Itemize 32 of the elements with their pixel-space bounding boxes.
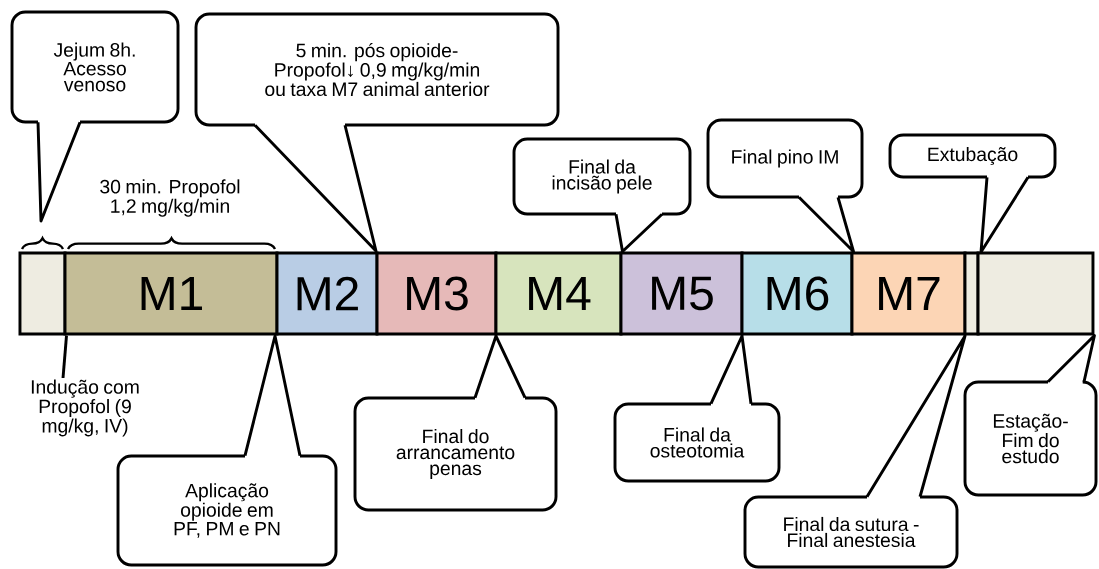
- speech-bubble: Aplicação opioide em PF, PM e PN: [116, 454, 338, 567]
- speech-bubble: Final do arrancamento penas: [353, 396, 558, 512]
- timeline-segment: M4: [494, 251, 623, 336]
- speech-bubble: Jejum 8h. Acesso venoso: [10, 10, 180, 124]
- speech-bubble: Final pino IM: [706, 118, 864, 199]
- speech-bubble: Final da incisão pele: [512, 137, 692, 216]
- leader-line: [61, 335, 68, 379]
- bubble-tail: [614, 213, 663, 253]
- bubble-tail: [1046, 334, 1096, 383]
- bubble-tail: [797, 196, 855, 253]
- bubble-tail: [865, 334, 967, 498]
- speech-bubble: Final da osteotomia: [613, 402, 781, 483]
- bubble-tail: [36, 121, 82, 223]
- timeline-segment: M7: [850, 251, 967, 336]
- timeline-segment: M2: [275, 251, 379, 336]
- bubble-tail: [253, 124, 378, 253]
- timeline-segment: M5: [619, 251, 744, 336]
- annotation-text: Indução com Propofol (9 mg/kg, IV): [31, 379, 139, 437]
- speech-bubble: 5 min. pós opioide- Propofol↓ 0,9 mg/kg/min ou taxa M7 animal anterior: [194, 12, 560, 127]
- timeline-segment: M1: [63, 251, 279, 336]
- timeline-segment: [18, 251, 67, 336]
- timeline-segment: M3: [375, 251, 498, 336]
- timeline-segment: [963, 251, 980, 336]
- speech-bubble: Final da sutura -Final anestesia: [743, 495, 959, 569]
- bubble-tail: [473, 334, 527, 399]
- bubble-tail: [979, 176, 1030, 254]
- brace-label: 30 min. Propofol 1,2 mg/kg/min: [100, 179, 240, 217]
- speech-bubble: Extubação: [888, 133, 1057, 179]
- bubble-tail: [243, 334, 302, 457]
- speech-bubble: Estação- Fim do estudo: [963, 380, 1098, 497]
- timeline-segment: M6: [740, 251, 854, 336]
- bubble-tail: [709, 334, 753, 405]
